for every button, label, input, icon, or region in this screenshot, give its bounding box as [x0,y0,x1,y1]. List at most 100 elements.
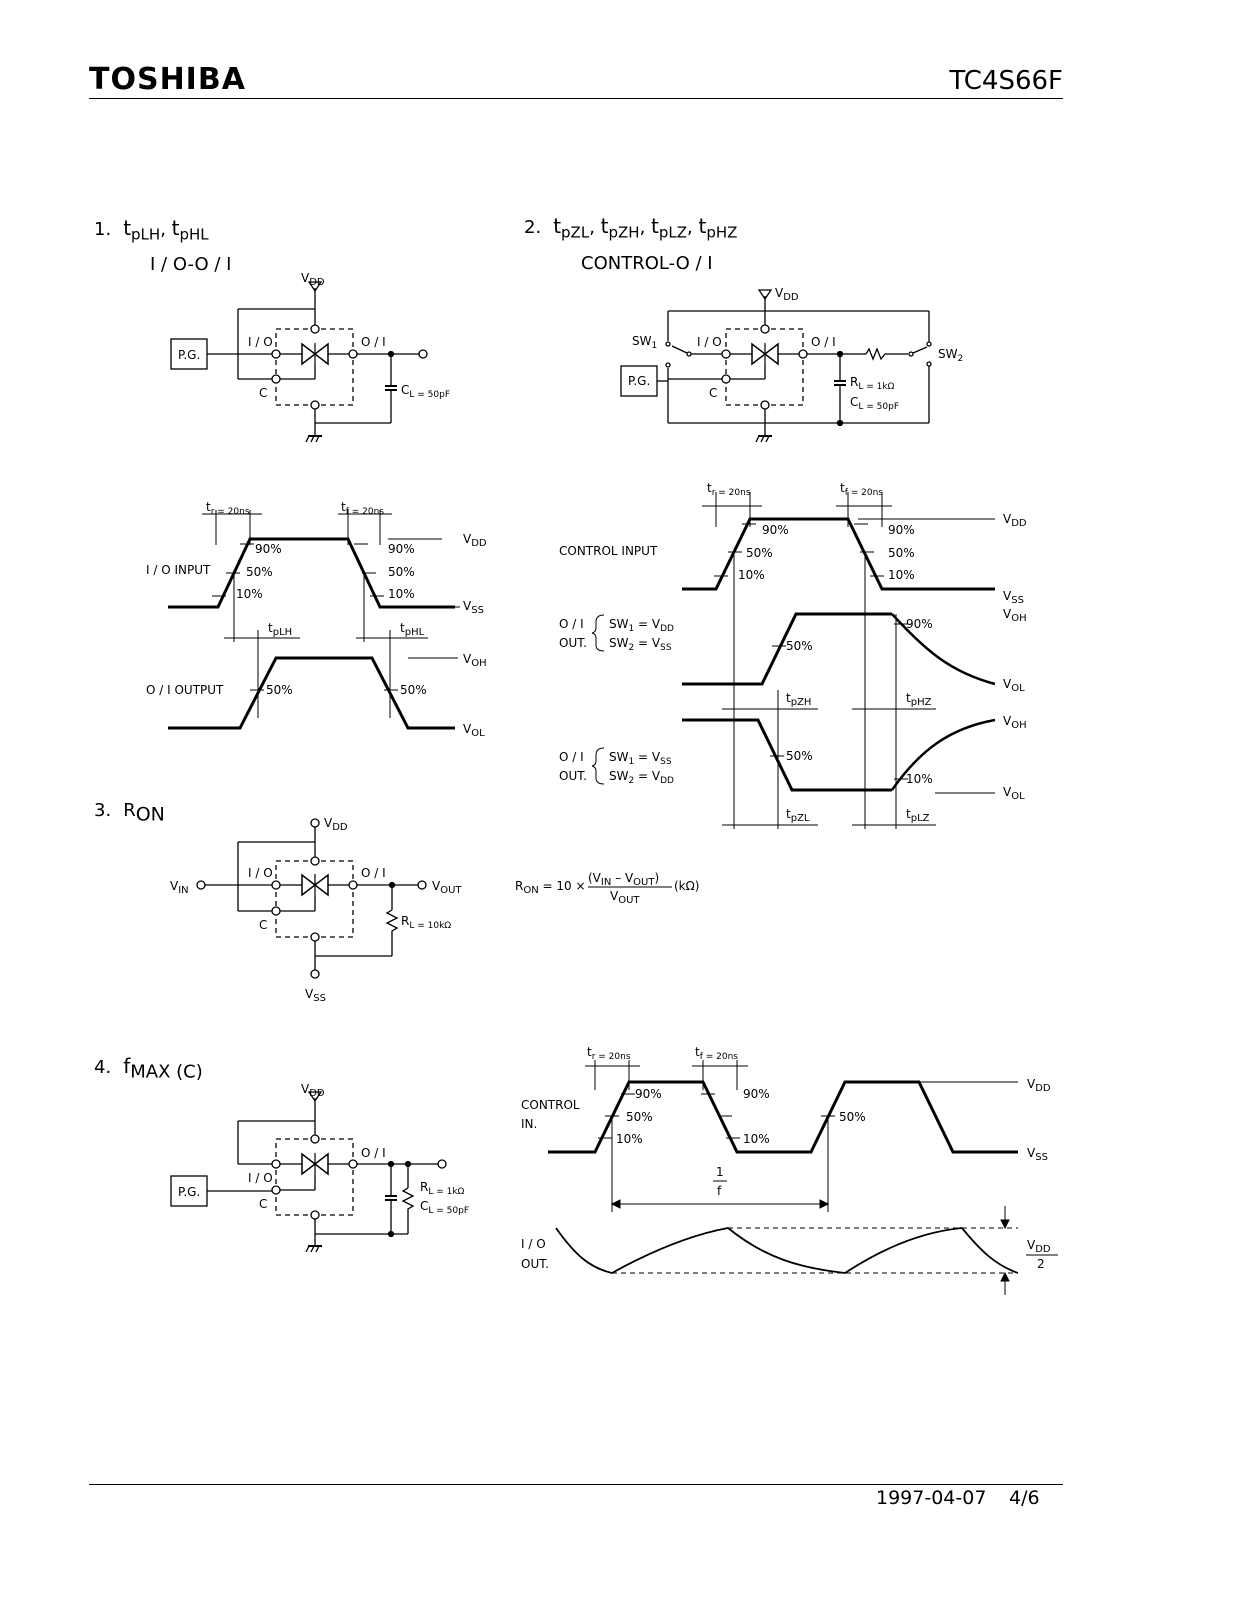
fig4-circuit [170,1091,447,1253]
vdd-label: VDD [463,532,487,549]
out-label: OUT. [521,1257,549,1271]
vdd-half-numerator: VDD [1027,1238,1051,1255]
tphl-label: tpHL [400,621,425,638]
pct-50: 50% [786,639,813,653]
vout-label: VOUT [432,879,462,896]
voh-label: VOH [463,652,487,669]
sw1-vss-condition: SW1 = VSS [609,750,672,767]
cl-label: CL = 50pF [420,1199,469,1216]
section-1-heading: 1.tpLH, tpHL [94,216,209,244]
pct-10: 10% [743,1132,770,1146]
section-2-subtitle: CONTROL-O / I [581,253,713,274]
sw2-vss-condition: SW2 = VSS [609,636,672,653]
period-numerator: 1 [716,1165,724,1179]
c-label: C [259,386,267,400]
pct-50: 50% [388,565,415,579]
tr-label-4: tr = 20ns [587,1045,631,1062]
pct-50: 50% [626,1110,653,1124]
sw2-vdd-condition: SW2 = VDD [609,769,674,786]
pct-50: 50% [746,546,773,560]
tf-label-4: tf = 20ns [695,1045,738,1062]
section-3-heading: 3.RON [94,800,165,826]
pct-50: 50% [888,546,915,560]
pct-10: 10% [236,587,263,601]
vss-label: VSS [305,987,326,1004]
vss-label: VSS [463,599,484,616]
oi-out-1-waveform [682,612,892,686]
fig2-waveforms [591,492,996,829]
tr-label-1: tr = 20ns [206,500,250,517]
io-out-label: I / O [521,1237,546,1251]
oi-out-2-rise [890,718,996,791]
voh-label: VOH [1003,714,1027,731]
pct-50: 50% [266,683,293,697]
oi-out-label: O / I [559,617,584,631]
pct-90: 90% [635,1087,662,1101]
fig1-circuit [170,281,428,443]
pct-90: 90% [255,542,282,556]
tpzh-label: tpZH [786,691,811,708]
pg-label: P.G. [178,1185,200,1199]
c-label: C [259,1197,267,1211]
transmission-gate-icon [751,342,779,366]
ron-formula: RON = 10 × (VIN – VOUT) VOUT (kΩ) [515,871,699,906]
control-in-label: CONTROL [521,1098,580,1112]
pct-90: 90% [762,523,789,537]
oi-label: O / I [811,335,836,349]
transmission-gate-icon [301,873,329,897]
oi-output-label: O / I OUTPUT [146,683,224,697]
svg-text:(kΩ): (kΩ) [674,879,699,893]
fig4-waveforms [548,1060,1019,1295]
section-1-subtitle: I / O-O / I [150,254,232,275]
pct-90: 90% [888,523,915,537]
svg-text:RON = 10 ×: RON = 10 × [515,879,586,896]
pg-label: P.G. [178,348,200,362]
control-input-waveform [682,517,995,591]
footer-page: 4/6 [1009,1487,1040,1509]
vdd-label: VDD [1003,512,1027,529]
vol-label: VOL [1003,785,1025,802]
oi-output-waveform [168,656,455,730]
cl-label: CL = 50pF [850,395,899,412]
period-denominator: f [717,1184,722,1198]
vdd-label: VDD [324,816,348,833]
tf-label-1: tf = 20ns [341,500,384,517]
pct-10: 10% [738,568,765,582]
pct-50: 50% [839,1110,866,1124]
io-input-label: I / O INPUT [146,563,211,577]
pct-10: 10% [616,1132,643,1146]
tpzl-label: tpZL [786,807,810,824]
sw1-vdd-condition: SW1 = VDD [609,617,674,634]
pct-90: 90% [388,542,415,556]
oi-label: O / I [361,1146,386,1160]
tr-label-2: tr = 20ns [707,481,751,498]
oi-label: O / I [361,335,386,349]
pct-10: 10% [388,587,415,601]
transmission-gate-icon [301,1152,329,1176]
c-label: C [709,386,717,400]
out-label: OUT. [559,636,587,650]
transmission-gate-icon [301,342,329,366]
sw2-label: SW2 [938,347,963,364]
svg-text:(VIN – VOUT): (VIN – VOUT) [588,871,659,888]
tphz-label: tpHZ [906,691,932,708]
cl-label: CL = 50pF [401,383,450,400]
section-4-heading: 4.fMAX (C) [94,1054,203,1083]
c-label: C [259,918,267,932]
io-out-waveform [555,1227,1019,1274]
vdd-label: VDD [301,1082,325,1099]
io-input-waveform [168,537,455,609]
io-label: I / O [248,1171,273,1185]
pct-10: 10% [906,772,933,786]
vss-label: VSS [1027,1146,1048,1163]
toshiba-logo: TOSHIBA [89,62,246,97]
oi-out-1-decay [891,613,996,686]
pg-label: P.G. [628,374,650,388]
rl-label: RL = 1kΩ [850,375,895,392]
fig2-circuit [620,289,932,443]
oi-out-2-waveform [682,718,892,792]
io-label: I / O [248,866,273,880]
pct-90: 90% [906,617,933,631]
in-label: IN. [521,1117,537,1131]
vdd-label: VDD [301,271,325,288]
